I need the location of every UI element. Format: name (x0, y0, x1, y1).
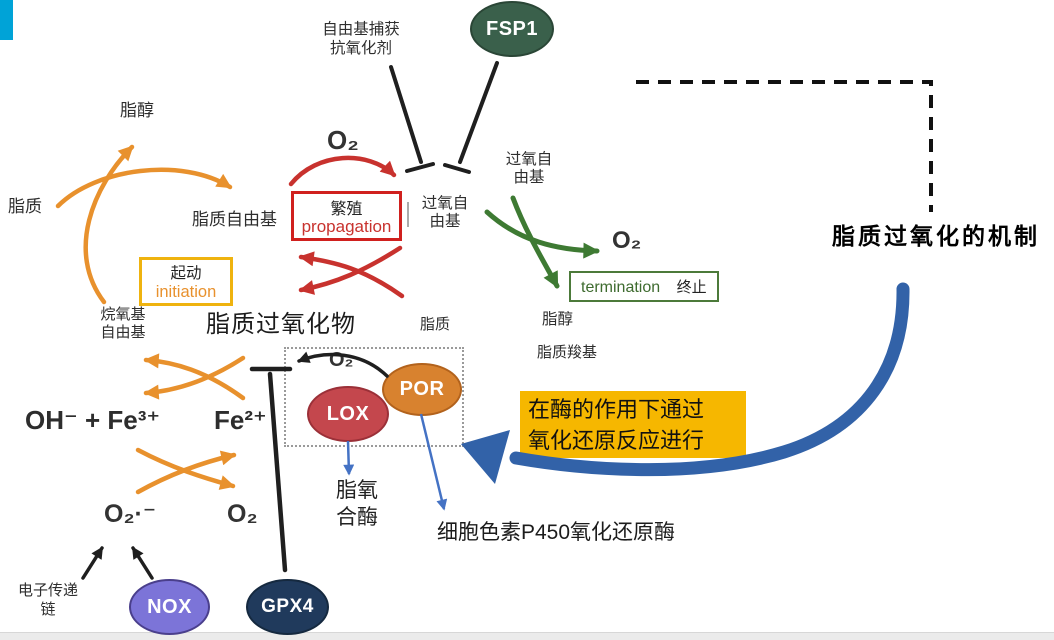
label-alkoxy-radical: 烷氧基 自由基 (90, 306, 156, 342)
slide-footer-bar (0, 632, 1054, 640)
enzyme-note-line1: 在酶的作用下通过 (528, 397, 705, 422)
termination-box-en: termination (581, 279, 661, 296)
gpx4-node: GPX4 (246, 579, 329, 635)
label-electron-chain-line2: 链 (40, 601, 56, 618)
label-lipid-small: 脂质 (420, 316, 451, 333)
inhibit-cap-fsp1 (443, 163, 471, 174)
nox-node: NOX (129, 579, 210, 635)
propagation-box-cn: 繁殖 (330, 201, 363, 218)
label-electron-chain-line1: 电子传递 (17, 582, 78, 599)
inhibit-cap-antioxidant (405, 162, 435, 173)
initiation-box-en: initiation (155, 283, 217, 301)
label-lipid-alcohol-mid: 脂醇 (542, 311, 574, 328)
diagram-title: 脂质过氧化的机制 (832, 223, 1040, 249)
propagation-box-en: propagation (301, 217, 392, 236)
inhibit-line-antioxidant (389, 65, 423, 164)
label-oh-fe3: OH⁻ + Fe³⁺ (25, 405, 161, 435)
arrow-termination-down (510, 195, 560, 289)
arrow-fe2-to-oh-fe3 (143, 355, 246, 400)
dashed-callout-line (636, 80, 933, 212)
arrow-propagation-o2 (288, 155, 397, 187)
inhibit-line-fsp1 (458, 61, 499, 164)
arrow-peroxy-to-lipid-radical (298, 251, 405, 299)
label-o2-termination: O₂ (612, 227, 642, 254)
label-lipid-carboxyl: 脂质羧基 (537, 344, 598, 361)
enzyme-note-line2: 氧化还原反应进行 (528, 428, 705, 453)
label-o2-top: O₂ (327, 125, 359, 155)
big-blue-arrow-head (461, 430, 510, 484)
por-node: POR (382, 363, 462, 416)
arrow-termination-to-o2 (484, 209, 600, 259)
termination-box-cn: 终止 (676, 279, 707, 296)
inhibit-line-gpx4 (267, 371, 288, 573)
arrow-peroxide-to-alkoxy (143, 353, 246, 401)
arrow-alkoxy-to-lipid-alcohol (83, 144, 135, 305)
label-lipid-peroxide: 脂质过氧化物 (206, 311, 356, 338)
initiation-box-cn: 起动 (170, 265, 202, 282)
label-alkoxy-radical-line2: 自由基 (100, 324, 146, 341)
arrow-etc-to-superoxide (81, 546, 104, 580)
label-peroxy-top-line1: 过氧自 (505, 151, 553, 168)
lox-node: LOX (307, 386, 389, 442)
slide-accent-bar (0, 0, 13, 40)
label-radical-trap-line2: 抗氧化剂 (329, 40, 392, 57)
label-peroxy-mid-line1: 过氧自 (421, 195, 469, 212)
fsp1-node: FSP1 (470, 1, 554, 57)
arrow-peroxy-to-lipid-peroxide (298, 245, 403, 295)
label-lipoxygenase-line1: 脂氧 (336, 479, 378, 502)
arrow-superoxide-to-fe2 (135, 450, 237, 495)
arrow-fe3-to-o2 (135, 447, 236, 490)
termination-box: termination 终止 (569, 271, 719, 302)
label-radical-trap-line1: 自由基捕获 (322, 21, 400, 38)
label-lipoxygenase: 脂氧 合酶 (320, 477, 394, 531)
enzyme-note-box: 在酶的作用下通过 氧化还原反应进行 (520, 391, 746, 458)
label-peroxy-top-line2: 由基 (513, 169, 545, 186)
initiation-box: 起动 initiation (139, 257, 233, 306)
arrow-nox-to-superoxide (131, 546, 154, 580)
arrow-lipid-to-lipid-radical (55, 167, 233, 209)
label-o2-enzyme-box: O₂ (329, 349, 354, 371)
label-por-full-name: 细胞色素P450氧化还原酶 (437, 521, 676, 544)
label-radical-trap-antioxidant: 自由基捕获 抗氧化剂 (303, 20, 419, 58)
label-lipid-radical: 脂质自由基 (192, 210, 277, 229)
label-lipid-alcohol-top: 脂醇 (120, 101, 154, 120)
label-lipoxygenase-line2: 合酶 (336, 506, 378, 529)
label-o2-bottom: O₂ (227, 500, 258, 528)
label-peroxy-radical-top: 过氧自 由基 (497, 151, 561, 187)
label-peroxy-mid-line2: 由基 (429, 213, 461, 230)
label-lipid-left: 脂质 (8, 197, 42, 216)
label-alkoxy-radical-line1: 烷氧基 (100, 306, 146, 323)
label-electron-chain: 电子传递 链 (8, 581, 88, 619)
label-fe2: Fe²⁺ (214, 405, 267, 435)
label-peroxy-radical-mid: 过氧自 由基 (413, 195, 477, 231)
label-superoxide: O₂·⁻ (104, 500, 157, 528)
propagation-box: 繁殖 propagation (291, 191, 402, 241)
